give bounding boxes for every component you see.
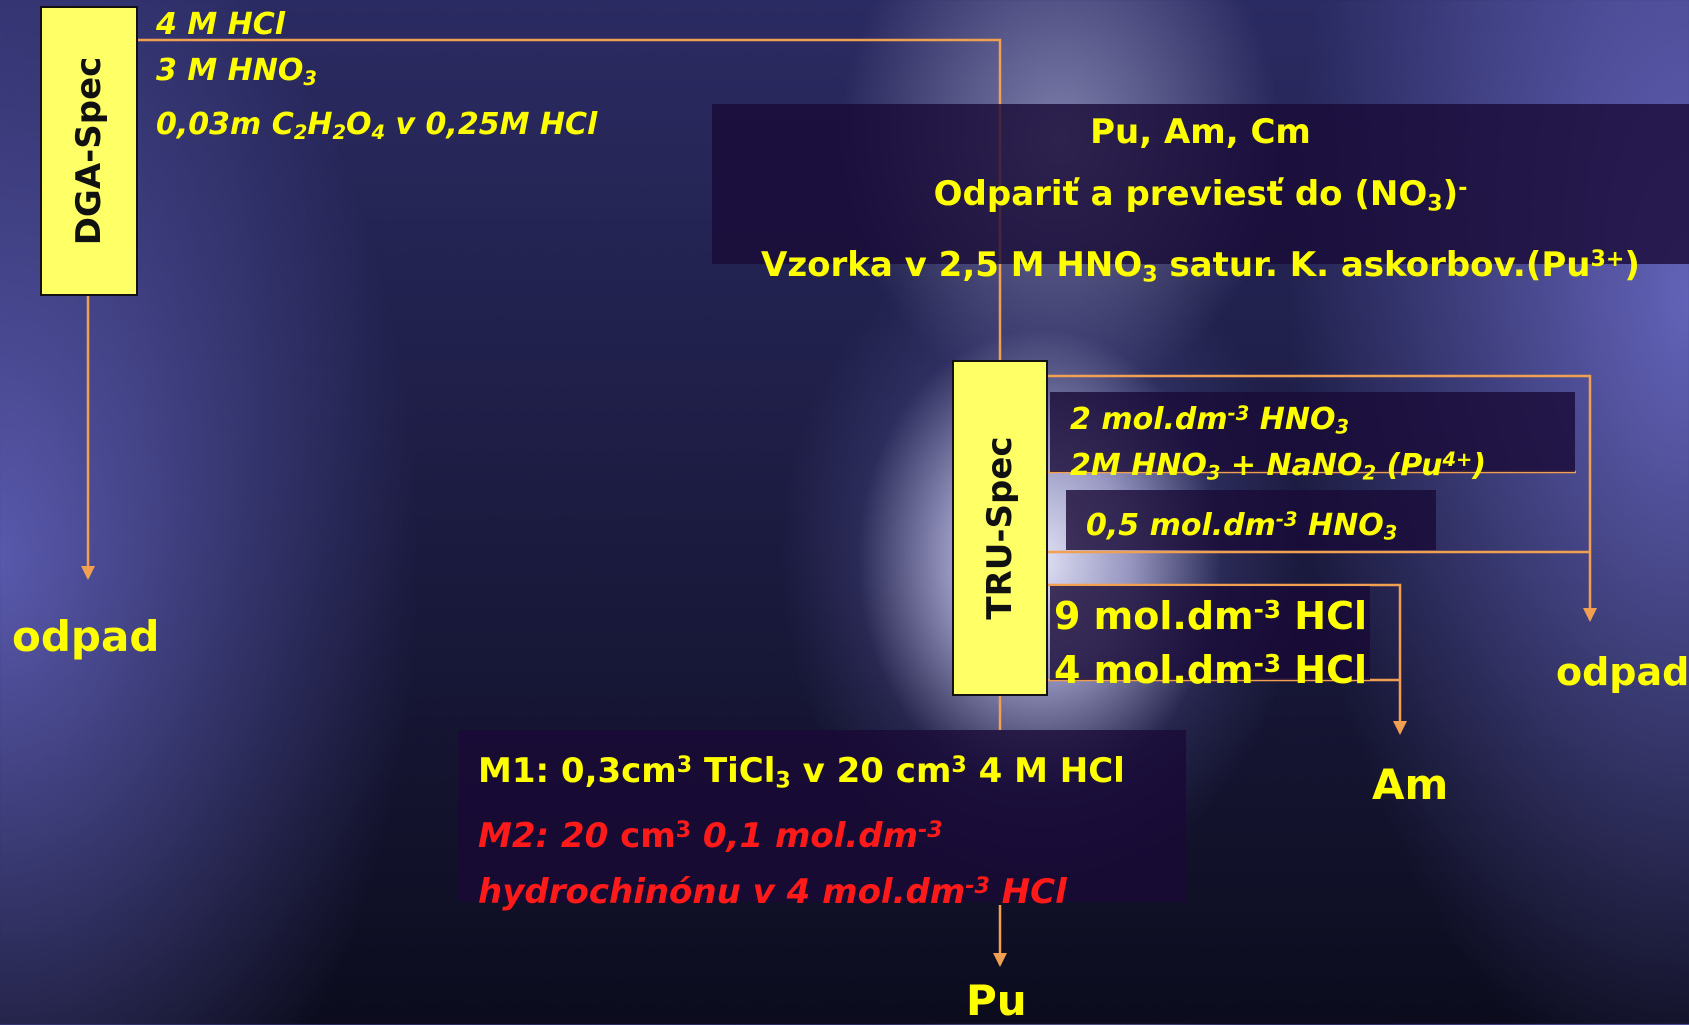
tru-spec-column: TRU-Spec	[952, 360, 1048, 696]
tru-wash-1: 2 mol.dm-3 HNO3	[1070, 398, 1575, 444]
sample-load-solution: Vzorka v 2,5 M HNO3 satur. K. askorbov.(…	[712, 231, 1689, 302]
tru-spec-label: TRU-Spec	[980, 436, 1020, 619]
am-eluent-2: 4 mol.dm-3 HCl	[1054, 640, 1370, 694]
pu-product-label: Pu	[966, 976, 1027, 1025]
dga-eluent-2: 3 M HNO3	[156, 48, 597, 102]
dga-eluent-1: 4 M HCl	[156, 2, 597, 48]
tru-wash-3: 0,5 mol.dm-3 HNO3	[1086, 490, 1436, 564]
tru-wash-2: 2M HNO3 + NaNO2 (Pu4+)	[1070, 444, 1575, 490]
sample-step-evaporate: Odpariť a previesť do (NO3)-	[712, 160, 1689, 231]
sample-elements: Pu, Am, Cm	[712, 104, 1689, 160]
pu-eluent-m2: M2: 20 cm3 0,1 mol.dm-3	[478, 805, 1186, 861]
pu-eluent-m2-line2: hydrochinónu v 4 mol.dm-3 HCl	[478, 861, 1186, 917]
pu-eluent-m1: M1: 0,3cm3 TiCl3 v 20 cm3 4 M HCl	[478, 740, 1186, 805]
dga-waste-label: odpad	[12, 612, 159, 661]
tru-wash-box-1: 2 mol.dm-3 HNO3 2M HNO3 + NaNO2 (Pu4+)	[1050, 392, 1575, 472]
dga-spec-column: DGA-Spec	[40, 6, 138, 296]
dga-eluents: 4 M HCl 3 M HNO3 0,03m C2H2O4 v 0,25M HC…	[156, 2, 597, 156]
am-eluent-box: 9 mol.dm-3 HCl 4 mol.dm-3 HCl	[1050, 586, 1370, 680]
sample-box: Pu, Am, Cm Odpariť a previesť do (NO3)- …	[712, 104, 1689, 264]
pu-eluent-box: M1: 0,3cm3 TiCl3 v 20 cm3 4 M HCl M2: 20…	[458, 730, 1186, 902]
tru-wash-box-2: 0,5 mol.dm-3 HNO3	[1066, 490, 1436, 550]
dga-spec-label: DGA-Spec	[69, 57, 109, 246]
tru-waste-label: odpad	[1556, 650, 1689, 694]
dga-eluent-3: 0,03m C2H2O4 v 0,25M HCl	[156, 102, 597, 156]
am-eluent-1: 9 mol.dm-3 HCl	[1054, 586, 1370, 640]
am-product-label: Am	[1372, 760, 1448, 809]
